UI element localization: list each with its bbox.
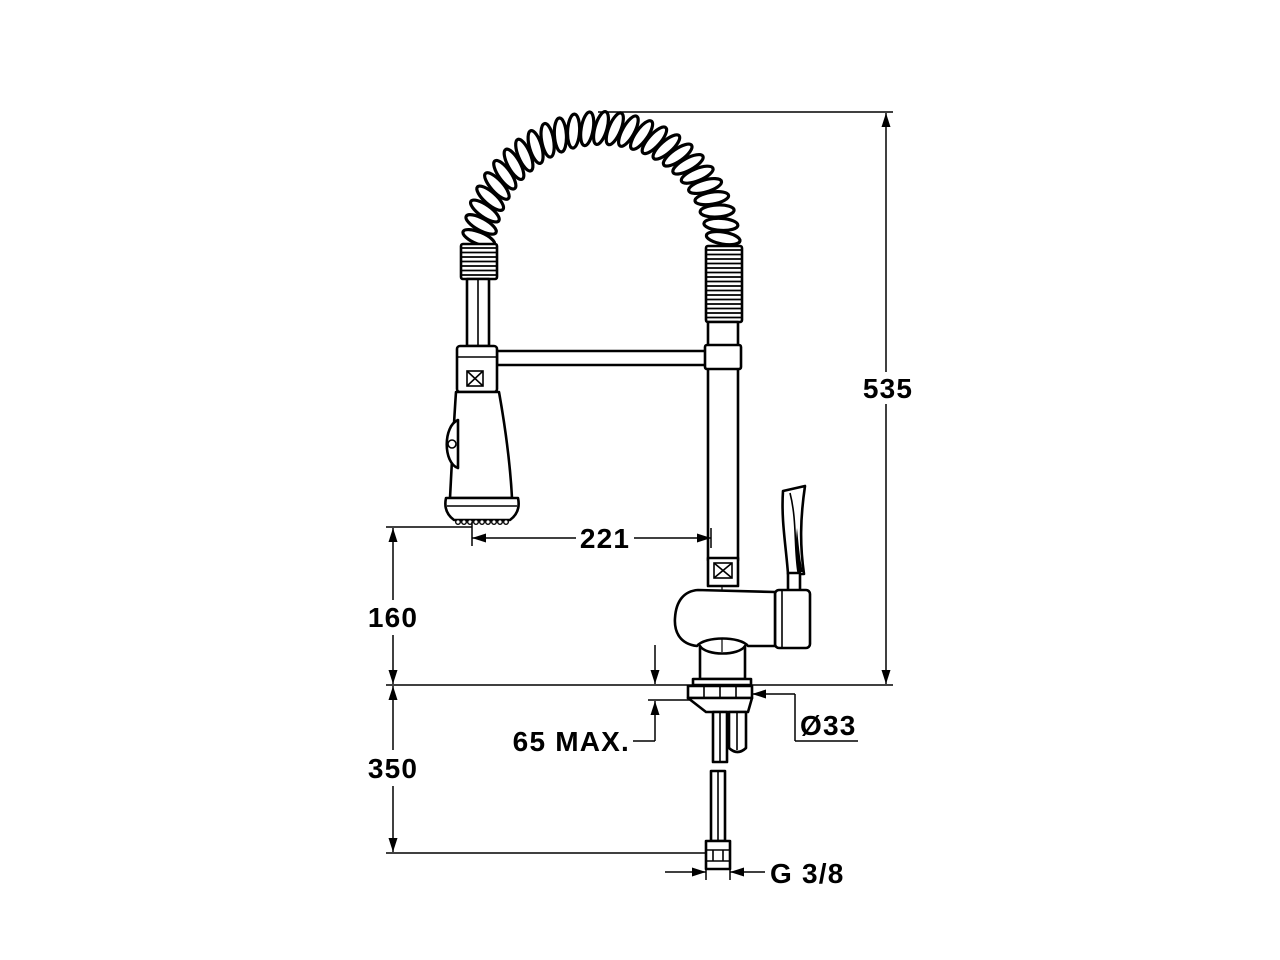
faucet bbox=[444, 109, 812, 871]
dimension-spout-reach: 221 bbox=[471, 522, 712, 554]
spray-nozzle-hole bbox=[491, 519, 498, 526]
lever-stem bbox=[786, 571, 802, 593]
lever-handle-face bbox=[789, 492, 799, 573]
mounting-bracket bbox=[686, 696, 754, 714]
dimension-hose-length: 350 bbox=[368, 686, 418, 852]
arrowhead bbox=[388, 528, 398, 542]
spray-head bbox=[444, 390, 520, 526]
column-collar-x-box bbox=[713, 562, 733, 579]
spray-nozzle-hole bbox=[461, 519, 468, 526]
arrowhead bbox=[650, 670, 660, 684]
spray-nozzle-hole bbox=[497, 519, 504, 526]
mounting-hardware bbox=[686, 684, 754, 764]
connection-thread-label: G 3/8 bbox=[770, 858, 844, 889]
spray-nozzle-hole bbox=[473, 519, 480, 526]
hose-fitting bbox=[704, 839, 732, 871]
column-collar bbox=[706, 556, 740, 588]
overall-height-label: 535 bbox=[863, 373, 913, 404]
column-collar-ring bbox=[706, 556, 740, 588]
spray-head-button-mark bbox=[447, 439, 457, 449]
lever-handle bbox=[781, 484, 807, 576]
spray-hose-sleeve bbox=[459, 242, 499, 281]
arrowhead bbox=[881, 113, 891, 127]
lever-cylinder bbox=[773, 588, 812, 650]
spray-head-holder bbox=[455, 344, 499, 394]
dimension-counter-thickness: 65 MAX. bbox=[513, 645, 660, 757]
arrowhead bbox=[730, 867, 744, 877]
counter-thickness-label: 65 MAX. bbox=[513, 726, 630, 757]
spout-holder-arm bbox=[495, 349, 710, 367]
mounting-hole-label: Ø33 bbox=[800, 710, 857, 741]
holder-x-stroke-2 bbox=[466, 370, 484, 387]
spray-head-height-label: 160 bbox=[368, 602, 418, 633]
arrowhead bbox=[388, 670, 398, 684]
hose-length-label: 350 bbox=[368, 753, 418, 784]
arrowhead bbox=[752, 689, 766, 699]
holder-clamp bbox=[455, 344, 499, 394]
spray-nozzle-hole bbox=[485, 519, 492, 526]
spray-head-holes bbox=[455, 519, 510, 526]
spray-hose bbox=[465, 277, 491, 348]
spray-hose-sleeve-ribs bbox=[462, 247, 496, 276]
arrowhead bbox=[881, 670, 891, 684]
spring-coil-turn bbox=[704, 229, 742, 247]
flexible-hose bbox=[704, 769, 732, 871]
mixer-base-stem bbox=[698, 644, 747, 681]
holder-x-box bbox=[466, 370, 484, 387]
arrowhead bbox=[472, 533, 486, 543]
lever-handle-shade bbox=[795, 528, 803, 572]
column-hose-sleeve-ribs bbox=[707, 249, 741, 319]
column-hose-sleeve bbox=[704, 244, 744, 324]
spring-coil-turn bbox=[698, 203, 736, 219]
column-hose-sleeve-body bbox=[704, 244, 744, 324]
dimension-mounting-hole: Ø33 bbox=[752, 689, 858, 742]
spray-head-nozzle bbox=[444, 496, 520, 522]
spray-nozzle-hole bbox=[455, 519, 462, 526]
arrowhead bbox=[697, 533, 711, 543]
spray-head-button bbox=[445, 418, 460, 470]
arm-collar bbox=[703, 343, 743, 371]
arrowhead bbox=[388, 838, 398, 852]
mixer-body bbox=[673, 588, 777, 648]
arrowhead bbox=[650, 701, 660, 715]
spring-coil-turn bbox=[552, 116, 569, 154]
spray-nozzle-hole bbox=[479, 519, 486, 526]
spring-coil-turn bbox=[702, 216, 740, 233]
dimension-spray-head-height: 160 bbox=[368, 528, 418, 684]
spring-coil-turn bbox=[565, 112, 582, 150]
spray-nozzle-hole bbox=[503, 519, 510, 526]
column-collar-x-stroke-2 bbox=[713, 562, 733, 579]
mixer-base-flange bbox=[691, 677, 753, 687]
dimension-overall-height: 535 bbox=[863, 113, 913, 684]
arrowhead bbox=[692, 867, 706, 877]
arrowhead bbox=[388, 686, 398, 700]
spout-reach-label: 221 bbox=[580, 523, 630, 554]
dimension-connection-thread: G 3/8 bbox=[665, 858, 844, 889]
